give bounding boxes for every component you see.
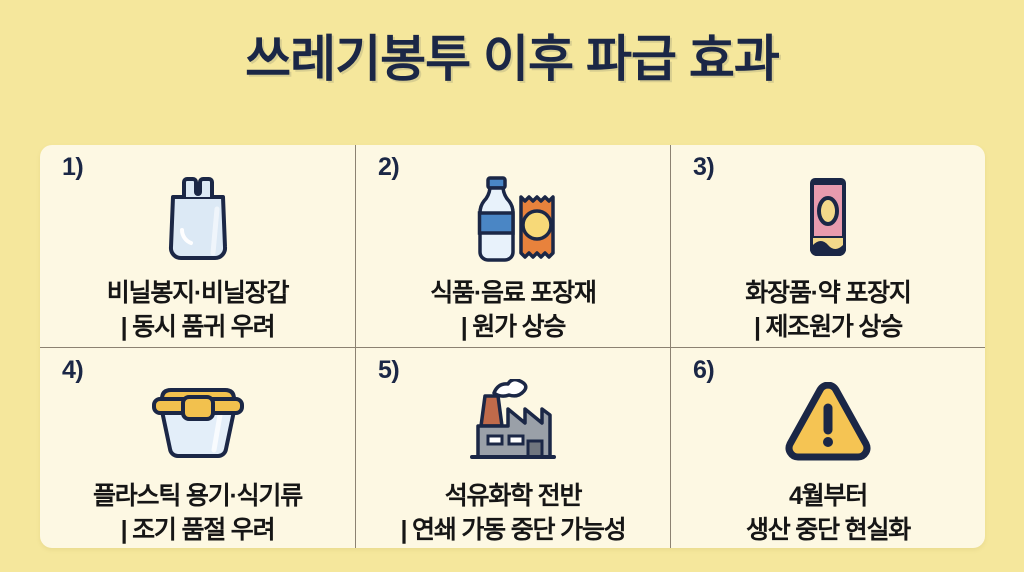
cell-label-main-4: 플라스틱 용기·식기류 [92,481,303,510]
cell-label-sub-4: | 조기 품절 우려 [120,515,276,544]
cell-label-main-2: 식품·음료 포장재 [430,279,597,307]
cell-labels-4: 플라스틱 용기·식기류 | 조기 품절 우려 [92,480,303,546]
grid-cell-3: 3) 화장품·약 포장지 | 제조원가 상승 [670,145,985,347]
cell-number-4: 4) [62,355,84,384]
cell-number-6: 6) [693,355,715,384]
cell-number-1: 1) [62,153,84,181]
grid-cell-1: 1) 비닐봉지·비닐장갑 | 동시 품귀 우려 [40,145,355,347]
effects-grid-card: 1) 비닐봉지·비닐장갑 | 동시 품귀 우려 2) [40,145,985,548]
warning-triangle-icon [782,376,874,468]
cell-labels-2: 식품·음료 포장재 | 원가 상승 [430,277,597,343]
cell-label-sub-6: 생산 중단 현실화 [745,515,911,544]
cell-number-2: 2) [378,153,400,181]
cell-number-5: 5) [378,355,400,384]
cell-labels-6: 4월부터 생산 중단 현실화 [745,480,911,546]
cell-number-3: 3) [693,153,715,181]
food-container-icon [148,376,248,468]
page-title: 쓰레기봉투 이후 파급 효과 [245,31,780,87]
grid-cell-6: 6) 4월부터 생산 중단 현실화 [670,346,985,548]
cell-labels-5: 석유화학 전반 | 연쇄 가동 중단 가능성 [400,480,627,546]
cell-label-sub-3: | 제조원가 상승 [753,313,903,341]
cell-label-main-1: 비닐봉지·비닐장갑 [106,279,290,307]
cosmetic-tube-icon [797,173,859,265]
grid-cell-5: 5) 석유화학 전반 | 연쇄 가동 중단 가능성 [355,346,670,548]
cell-label-sub-2: | 원가 상승 [460,313,567,341]
cell-label-main-3: 화장품·약 포장지 [745,279,912,307]
bottle-and-snack-bag-icon [461,173,565,265]
grid-cell-2: 2) 식품·음료 포장재 | 원가 상승 [355,145,670,347]
cell-label-sub-5: | 연쇄 가동 중단 가능성 [400,515,627,544]
factory-icon [464,376,562,468]
cell-labels-1: 비닐봉지·비닐장갑 | 동시 품귀 우려 [106,277,290,343]
grid-cell-4: 4) 플라스틱 용기·식기류 | 조기 품절 우려 [40,346,355,549]
cell-label-main-5: 석유화학 전반 [444,481,583,510]
page-title-container: 쓰레기봉투 이후 파급 효과 [0,32,1024,87]
plastic-bag-icon [160,173,236,265]
cell-labels-3: 화장품·약 포장지 | 제조원가 상승 [745,277,912,343]
cell-label-sub-1: | 동시 품귀 우려 [120,313,276,341]
cell-label-main-6: 4월부터 [788,481,868,510]
